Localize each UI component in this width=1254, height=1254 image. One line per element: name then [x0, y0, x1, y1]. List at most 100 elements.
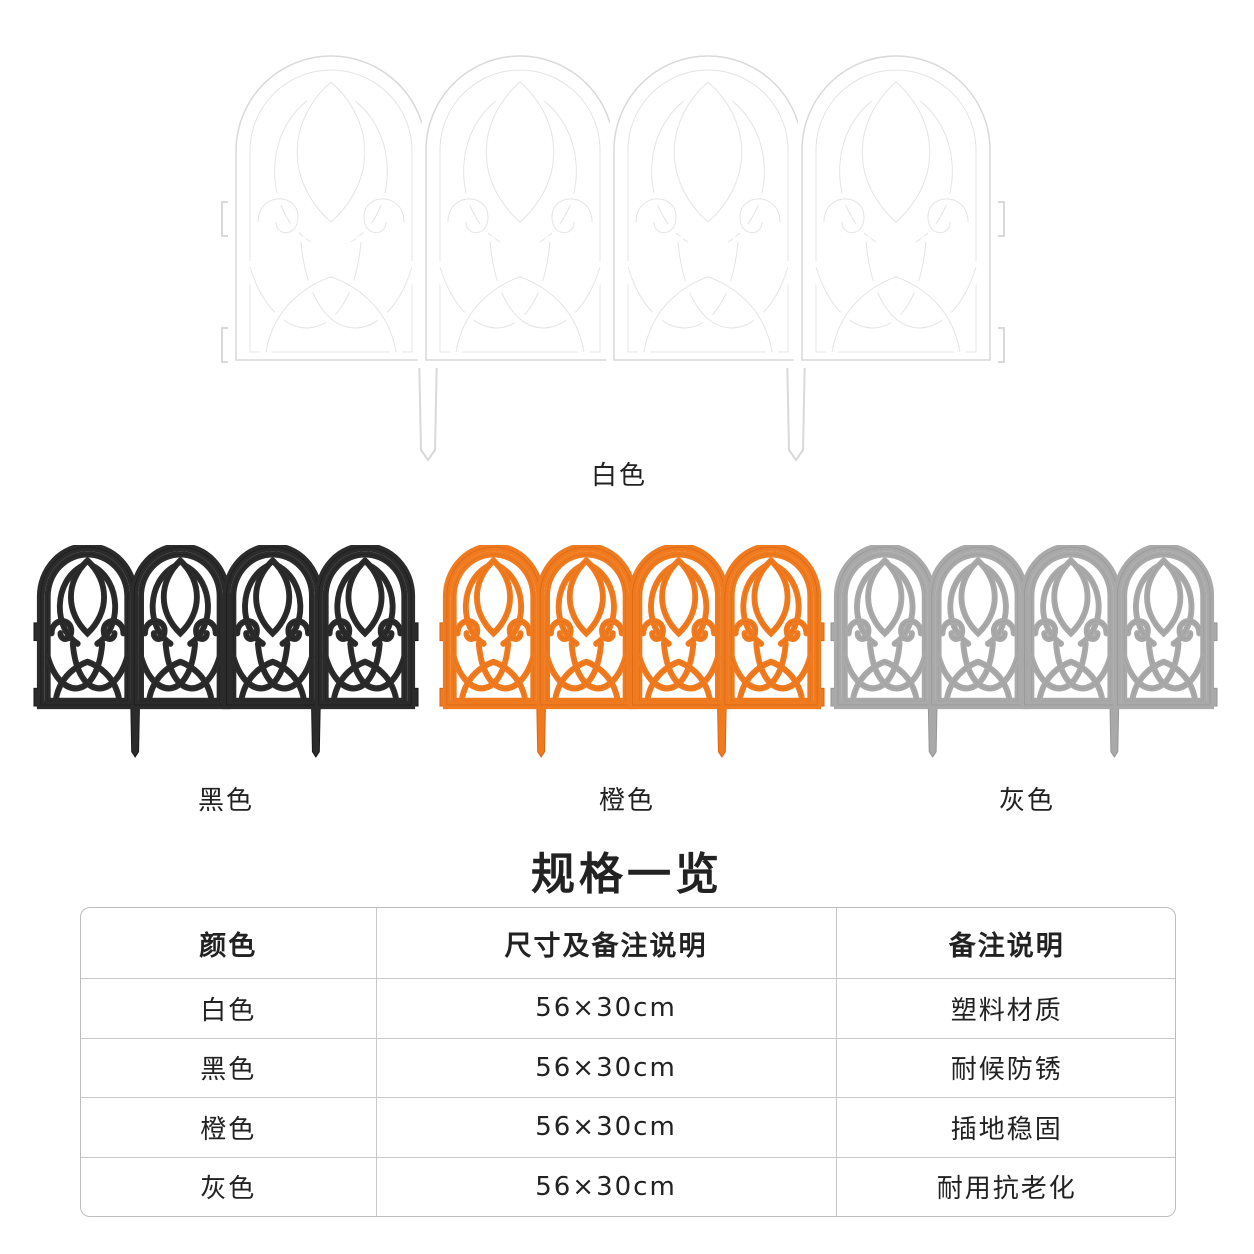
fence-ornament-edge	[476, 560, 511, 634]
fence-ornament-edge	[72, 643, 128, 689]
fence-ornament-edge	[195, 621, 216, 640]
fence-stake	[130, 700, 141, 758]
fence-ornament-edge	[731, 643, 786, 689]
fence-ornament-edge	[1031, 554, 1111, 702]
fence-ornament-edge	[677, 241, 789, 329]
fence-ornament	[506, 618, 533, 642]
spec-header-note: 备注说明	[836, 908, 1175, 979]
fence-ornament-edge	[900, 621, 922, 640]
fence-ornament-edge	[140, 554, 220, 702]
spec-cell-note: 耐候防锈	[836, 1038, 1175, 1099]
fence-ornament-edge	[844, 554, 926, 702]
fence-ornament-edge	[288, 621, 309, 640]
fence-ornament-edge	[47, 554, 128, 702]
fence-ornament	[845, 618, 872, 642]
fence-ornament-edge	[1053, 560, 1088, 634]
fence-ornament-edge	[546, 643, 602, 689]
fence-ornament-edge	[455, 276, 585, 353]
fence-stake	[927, 700, 938, 758]
fence-ornament	[285, 618, 311, 642]
fence-ornament	[1144, 557, 1184, 638]
fence-ornament-edge	[844, 643, 900, 689]
fence-ornament-edge	[643, 621, 664, 640]
fence-ornament	[545, 192, 598, 239]
spec-cell-color: 黑色	[81, 1038, 377, 1099]
fence-ornament-edge	[673, 81, 743, 223]
fence-ornament-edge	[938, 554, 1018, 702]
fence-ornament-edge	[731, 554, 811, 702]
fence-ornament-edge	[233, 643, 288, 689]
fence-ornament	[691, 618, 717, 642]
fence-ornament-edge	[439, 69, 601, 353]
fence-ornament	[751, 557, 791, 638]
fence-ornament-edge	[550, 621, 571, 640]
fence-ornament-edge	[453, 643, 509, 689]
fence-ornament-edge	[457, 621, 478, 640]
fence-ornament	[48, 618, 75, 642]
fence-panel-edge	[1116, 546, 1211, 706]
fence-ornament-edge	[237, 621, 258, 640]
fence-image-gray	[829, 545, 1219, 759]
fence-panel-edge	[613, 55, 803, 361]
spec-cell-color: 灰色	[81, 1157, 377, 1216]
fence-ornament-edge	[546, 554, 626, 702]
fence-ornament-edge	[325, 554, 405, 702]
fence-ornament	[252, 192, 305, 239]
fence-black-svg	[33, 545, 419, 758]
fence-ornament-edge	[453, 554, 534, 702]
fence-ornament-edge	[815, 241, 927, 329]
fence-ornament	[160, 557, 200, 638]
fence-ornament-edge	[786, 621, 807, 640]
fence-ornament-edge	[350, 643, 405, 689]
fence-ornament	[100, 618, 127, 642]
fence-panel-edge	[425, 55, 615, 361]
fence-ornament-edge	[635, 198, 677, 234]
fence-ornament-edge	[639, 554, 719, 702]
fence-stake	[785, 351, 807, 462]
fence-ornament	[326, 618, 353, 642]
caption-black: 黑色	[197, 786, 254, 816]
fence-ornament	[291, 76, 371, 231]
fence-ornament	[818, 192, 871, 239]
spec-title: 规格一览	[531, 849, 723, 900]
fence-ornament	[142, 618, 168, 642]
fence-ornament	[865, 557, 905, 638]
fence-ornament-edge	[643, 276, 773, 353]
fence-ornament-edge	[240, 661, 305, 701]
fence-ornament	[234, 618, 260, 642]
spec-header-color: 颜色	[81, 908, 377, 979]
fence-ornament-edge	[257, 198, 299, 234]
fence-ornament-edge	[639, 643, 694, 689]
fence-ornament-edge	[47, 643, 103, 689]
spec-cell-note: 耐用抗老化	[936, 1174, 1077, 1205]
fence-ornament-edge	[140, 643, 196, 689]
fence-stake	[536, 700, 547, 758]
fence-ornament-edge	[144, 621, 165, 640]
fence-ornament	[1176, 618, 1203, 642]
fence-ornament-edge	[380, 621, 401, 640]
fence-ornament-edge	[70, 560, 105, 634]
fence-ornament	[473, 557, 514, 638]
table-row: 橙色 56×30cm 插地稳固	[81, 1097, 1175, 1158]
fence-stake	[716, 700, 727, 758]
spec-cell-note: 塑料材质	[836, 978, 1175, 1039]
fence-ornament	[1051, 557, 1091, 638]
fence-ornament-edge	[867, 560, 902, 634]
fence-ornament	[442, 192, 495, 239]
fence-ornament	[630, 192, 683, 239]
fence-image-black	[32, 545, 420, 759]
fence-ornament-edge	[627, 241, 739, 329]
fence-ornament-edge	[296, 81, 366, 223]
fence-ornament	[659, 557, 699, 638]
fence-ornament	[345, 557, 385, 638]
fence-ornament-edge	[103, 621, 124, 640]
fence-ornament-edge	[51, 621, 72, 640]
fence-panel-edge	[318, 546, 412, 706]
fence-ornament	[193, 618, 219, 642]
spec-table: 颜色 尺寸及备注说明 备注说明 白色 56×30cm 塑料材质 黑色 56×30…	[80, 907, 1176, 1217]
fence-ornament-edge	[1039, 661, 1103, 701]
fence-ornament-edge	[325, 643, 380, 689]
fence-ornament	[783, 618, 810, 642]
fence-ornament	[377, 618, 404, 642]
fence-ornament	[990, 618, 1017, 642]
